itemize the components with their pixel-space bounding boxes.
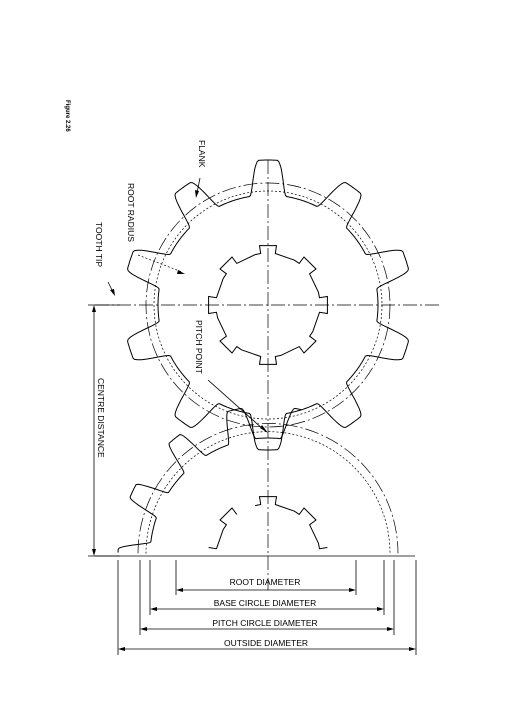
root-radius-label: ROOT RADIUS [126,183,136,242]
pitch-point-label: PITCH POINT [194,320,204,374]
diameter-dimensions [117,560,417,655]
wheel-base-circle [145,431,391,554]
pitch-circle-diameter-label: PITCH CIRCLE DIAMETER [212,618,317,628]
centre-lines [95,160,440,590]
figure-label: Figure 2.26 [64,100,70,132]
wheel-tooth-outline [117,407,302,553]
centre-distance-label: CENTRE DISTANCE [96,378,106,458]
wheel-pitch-circle [137,423,399,554]
pinion-splined-bore [208,245,328,365]
base-circle-diameter-label: BASE CIRCLE DIAMETER [214,598,317,608]
root-diameter-label: ROOT DIAMETER [230,577,301,587]
leader-lines [107,177,268,433]
centre-distance-dimension [88,304,120,557]
tooth-tip-label: TOOTH TIP [94,222,104,267]
outside-diameter-label: OUTSIDE DIAMETER [224,638,308,648]
flank-label: FLANK [197,140,207,168]
wheel-splined-bore [208,496,328,550]
wheel-gear [117,407,399,554]
